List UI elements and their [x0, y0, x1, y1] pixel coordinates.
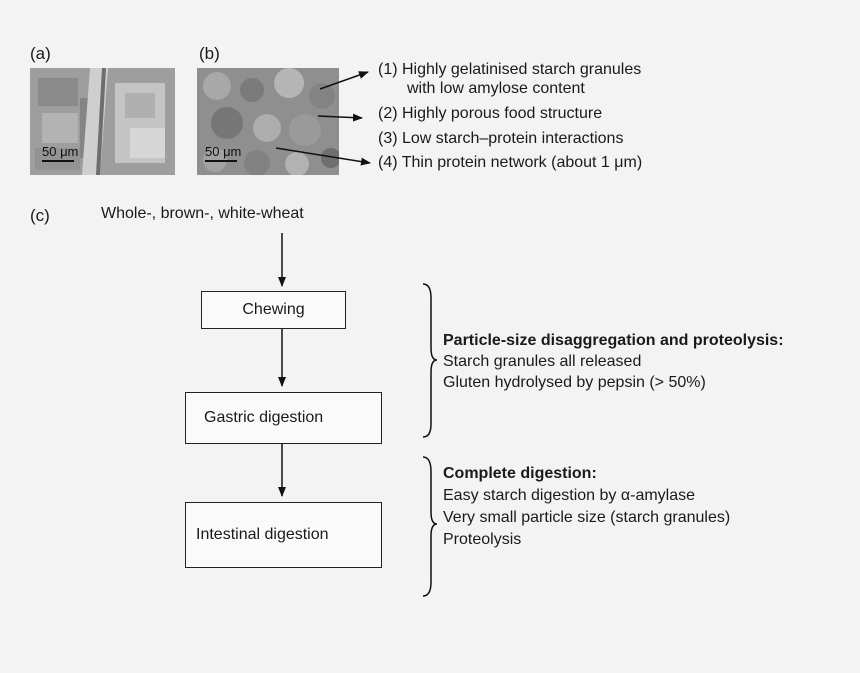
- scale-bar-a-text: 50 μm: [42, 144, 79, 159]
- micrograph-b: 50 μm: [197, 68, 339, 175]
- scale-bar-a: 50 μm: [42, 144, 78, 162]
- notes-group-1-item: Starch granules all released: [443, 353, 642, 370]
- notes-group-2-item: Very small particle size (starch granule…: [443, 509, 731, 526]
- flow-step-gastric-label: Gastric digestion: [204, 409, 324, 426]
- scale-bar-b: 50 μm: [205, 144, 241, 162]
- panel-b-label: (b): [199, 44, 220, 63]
- micrograph-a: 50 μm: [30, 68, 175, 175]
- notes-group-1-title: Particle-size disaggregation and proteol…: [443, 332, 784, 349]
- property-3: (3) Low starch–protein interactions: [378, 130, 624, 147]
- notes-group-1-item: Gluten hydrolysed by pepsin (> 50%): [443, 374, 706, 391]
- panel-c-label: (c): [30, 206, 50, 225]
- flow-step-intestinal-label: Intestinal digestion: [196, 526, 329, 543]
- flow-input-text: Whole-, brown-, white-wheat: [101, 205, 304, 222]
- property-1-line-1: (1) Highly gelatinised starch granules: [378, 61, 642, 78]
- property-1-line-2: with low amylose content: [407, 80, 585, 97]
- flow-step-gastric: Gastric digestion: [185, 392, 382, 444]
- brace-group-2: [422, 456, 438, 597]
- panel-a-label: (a): [30, 44, 51, 63]
- scale-bar-b-text: 50 μm: [205, 144, 242, 159]
- flow-step-chewing-label: Chewing: [242, 301, 305, 318]
- brace-group-1: [422, 283, 438, 438]
- property-2: (2) Highly porous food structure: [378, 105, 603, 122]
- notes-group-2-item: Proteolysis: [443, 531, 522, 548]
- flow-step-chewing: Chewing: [201, 291, 346, 329]
- flow-step-intestinal: Intestinal digestion: [185, 502, 382, 568]
- property-4: (4) Thin protein network (about 1 μm): [378, 154, 643, 171]
- notes-group-2-title: Complete digestion:: [443, 465, 597, 482]
- notes-group-2-item: Easy starch digestion by α-amylase: [443, 487, 696, 504]
